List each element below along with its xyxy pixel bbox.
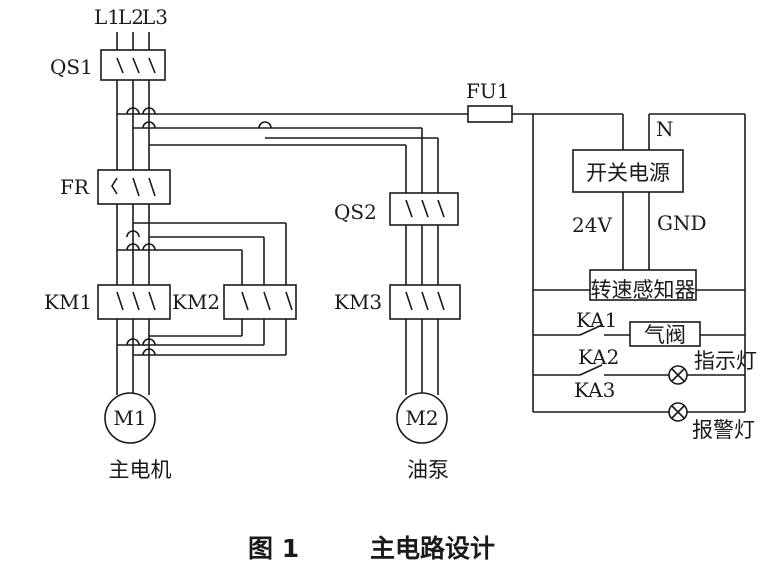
branch-wires (117, 107, 468, 200)
v24-label: 24V (572, 213, 612, 237)
qs1-label: QS1 (50, 55, 93, 79)
ka2-label: KA2 (578, 345, 619, 369)
km1-label: KM1 (44, 290, 92, 314)
figure-title: 主电路设计 (370, 534, 495, 563)
speed-sensor-label: 转速感知器 (591, 278, 696, 302)
motor-m2-label: M2 (405, 406, 438, 430)
km2-contacts (241, 291, 293, 311)
fr-contacts (111, 177, 156, 197)
km2-contactor (223, 284, 297, 320)
phase-l2-label: L2 (118, 5, 144, 29)
motor-m1-label: M1 (113, 406, 146, 430)
speed-sensor (589, 269, 697, 301)
motor-m1 (104, 392, 156, 444)
motor-m2 (396, 392, 448, 444)
n-label: N (656, 117, 674, 141)
qs2-label: QS2 (334, 200, 377, 224)
km3-label: KM3 (334, 290, 382, 314)
km1-contacts (116, 291, 156, 311)
km2-label: KM2 (172, 290, 220, 314)
ka1-label: KA1 (576, 308, 617, 332)
phase-l1-label: L1 (94, 5, 120, 29)
fu1-fuse (467, 105, 513, 123)
gnd-label: GND (657, 211, 707, 235)
figure-number: 图 1 (248, 534, 299, 563)
fu1-label: FU1 (466, 79, 509, 103)
switching-power-supply (572, 149, 684, 193)
fr-relay (97, 169, 171, 205)
control-wires (532, 113, 746, 413)
indicator-lamp-icon (668, 365, 688, 385)
motor-m1-caption: 主电机 (109, 458, 172, 482)
air-valve-label: 气阀 (644, 323, 686, 347)
motor-m2-caption: 油泵 (407, 458, 449, 482)
ka3-label: KA3 (574, 378, 615, 402)
km1-contactor (97, 284, 171, 320)
qs1-switch (100, 49, 166, 81)
alarm-lamp-icon (668, 402, 688, 422)
phase-l3-label: L3 (142, 5, 168, 29)
qs2-switch (389, 192, 459, 226)
km3-contacts (405, 291, 445, 311)
air-valve (629, 321, 701, 347)
indicator-lamp-label: 指示灯 (694, 349, 757, 373)
qs1-contacts (116, 57, 156, 74)
qs2-contacts (405, 199, 445, 218)
main-power-wires (116, 32, 150, 395)
power-supply-label: 开关电源 (586, 161, 670, 185)
fr-label: FR (60, 175, 90, 199)
alarm-lamp-label: 报警灯 (692, 418, 755, 442)
